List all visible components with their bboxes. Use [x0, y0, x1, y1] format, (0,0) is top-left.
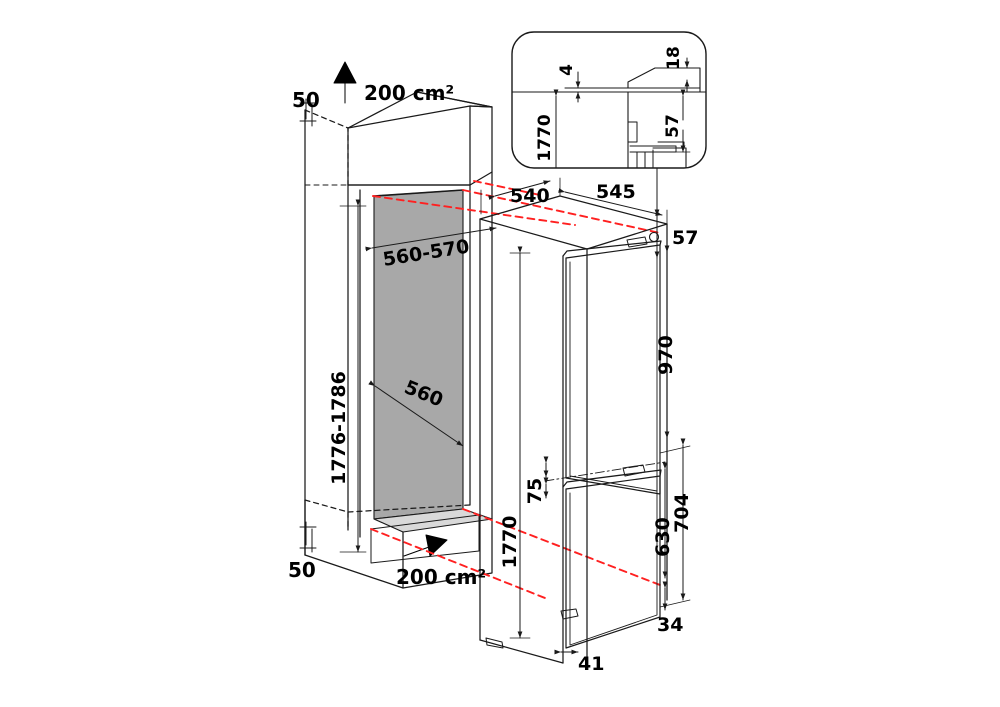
label-fridge-door-height: 970	[655, 335, 677, 375]
label-bottom-gap: 50	[288, 558, 316, 582]
label-top-vent: 200 cm²	[364, 81, 454, 105]
label-top-gap: 50	[292, 88, 320, 112]
appliance-group	[479, 177, 691, 664]
label-hinge-depth: 57	[663, 114, 683, 138]
label-top-clearance: 18	[664, 46, 684, 70]
label-top-width: 545	[596, 181, 636, 203]
label-panel-thickness: 4	[557, 64, 577, 76]
label-niche-height: 1776-1786	[328, 371, 350, 485]
label-freezer-door-height: 630	[652, 517, 674, 557]
label-lower-section: 704	[671, 493, 693, 533]
hinge-detail-inset-group	[511, 31, 707, 238]
label-plinth-height: 34	[657, 614, 683, 636]
cabinet-niche-group	[299, 61, 497, 589]
label-total-height: 1770	[499, 516, 521, 569]
label-top-depth: 540	[510, 185, 550, 207]
label-hinge-offset: 57	[672, 227, 698, 249]
label-door-gap: 75	[524, 478, 546, 504]
label-bottom-vent: 200 cm²	[396, 565, 486, 589]
label-foot-offset: 41	[578, 653, 604, 675]
dimension-labels: 200 cm² 50 560-570 560 1776-1786 50 200 …	[288, 46, 698, 675]
label-inset-niche-height: 1770	[535, 114, 555, 161]
